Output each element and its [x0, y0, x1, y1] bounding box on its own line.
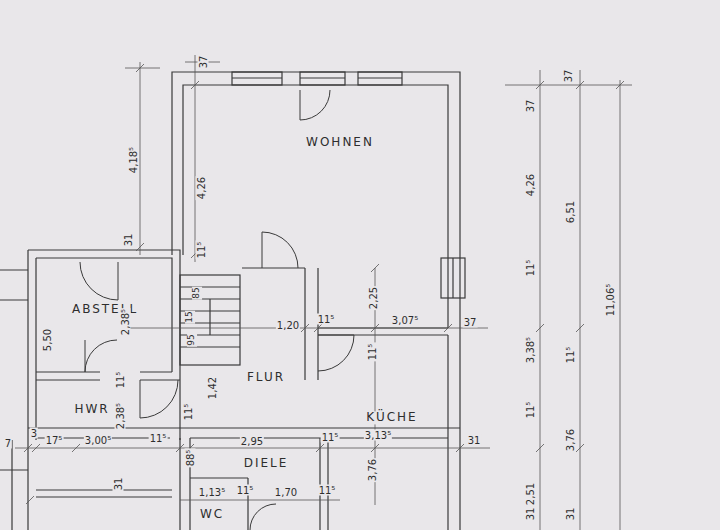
dimension-label: 5,50 [42, 328, 53, 352]
window [300, 77, 345, 78]
dimension-label: 37 [563, 69, 574, 84]
dimension-line [140, 55, 620, 530]
stair-steps [180, 287, 240, 347]
dimension-lines [15, 55, 632, 530]
dimension-label: 2,95 [240, 436, 264, 447]
dimension-line [15, 62, 632, 500]
window [232, 77, 282, 78]
dimension-label: 11⁵ [321, 432, 340, 443]
dimension-label: 11⁵ [318, 485, 337, 496]
dimension-label: 4,26 [196, 176, 207, 200]
dimension-label: 31 [123, 233, 134, 248]
dimension-label: 3,76 [367, 458, 378, 482]
dimension-label: 1,42 [207, 376, 218, 400]
wall [28, 250, 180, 530]
dimension-label: 11⁵ [183, 403, 194, 422]
door-swing [318, 335, 354, 371]
dimension-label: 11⁵ [115, 371, 126, 390]
dimension-label: 88⁵ [185, 449, 196, 468]
wall [36, 372, 180, 380]
dimension-label: 11⁵ [525, 401, 536, 420]
window [232, 72, 282, 85]
inner-wall [447, 335, 448, 530]
outer-wall [172, 72, 460, 530]
window [358, 77, 402, 78]
dimension-label: 31 [565, 507, 576, 522]
door-swing [140, 380, 178, 418]
dimension-label: 11⁵ [196, 241, 207, 260]
wall [36, 490, 172, 497]
dimension-label: 85 [192, 286, 202, 299]
dimension-label: 4,18⁵ [128, 146, 139, 174]
dimension-label: 37 [463, 317, 478, 328]
door-swing [262, 232, 298, 268]
dimension-label: 31 [467, 435, 482, 446]
dimension-label: 3 [30, 428, 38, 439]
window [452, 258, 453, 298]
dimension-label: 1,20 [276, 320, 300, 331]
door-swing [300, 90, 330, 120]
stairs [180, 275, 240, 365]
window [300, 72, 345, 85]
dimension-label: 7 [4, 438, 12, 449]
door-swing [250, 504, 276, 530]
dimension-label: 37 [198, 55, 209, 70]
wall [318, 328, 448, 335]
dimension-label: 17⁵ [45, 435, 64, 446]
dimension-label: 11⁵ [565, 346, 576, 365]
dimension-label: 37 [525, 99, 536, 114]
room-name: KÜCHE [365, 411, 418, 424]
dimension-label: 2,38⁵ [115, 402, 126, 430]
dimension-label: 3,07⁵ [391, 315, 419, 326]
dimension-label: 3,38⁵ [525, 336, 536, 364]
wall [180, 438, 328, 530]
dimension-tick [24, 64, 624, 504]
window [358, 72, 402, 85]
dimension-label: 4,26 [525, 173, 536, 197]
window [441, 258, 465, 298]
dimension-label: 3,00⁵ [84, 435, 112, 446]
room-name: WOHNEN [305, 136, 375, 149]
inner-wall [183, 85, 448, 328]
wall [0, 270, 28, 530]
door-swing [80, 262, 118, 300]
dimension-label: 2,51 [525, 482, 536, 506]
dimension-label: 11⁵ [149, 433, 168, 444]
dimension-label: 11⁵ [367, 343, 378, 362]
dimension-label: 31 [113, 477, 124, 492]
dimension-label: 1,70 [274, 487, 298, 498]
dimension-label: 11⁵ [525, 259, 536, 278]
walls [0, 72, 465, 530]
dimension-label: 6,51 [565, 200, 576, 224]
room-name: FLUR [246, 371, 286, 384]
dimension-label: 95 [187, 333, 197, 346]
dimension-label: 3,13⁵ [364, 430, 392, 441]
room-name: DIELE [243, 457, 290, 470]
dimension-label: 31 [525, 507, 536, 522]
dimension-label: 11⁵ [236, 485, 255, 496]
room-name: HWR [73, 403, 110, 416]
dimension-label: 3,76 [565, 428, 576, 452]
room-name: WC [199, 508, 225, 521]
dimension-label: 1,13⁵ [198, 487, 226, 498]
dimension-label: 2,38⁵ [120, 308, 131, 336]
doors [80, 90, 354, 530]
dimension-label: 11,06⁵ [605, 283, 616, 318]
door-swing [85, 340, 117, 372]
wall [242, 267, 305, 268]
dimension-label: 2,25 [368, 286, 379, 310]
dimension-label: 11⁵ [317, 314, 336, 325]
dimension-label: 15 [185, 310, 195, 323]
